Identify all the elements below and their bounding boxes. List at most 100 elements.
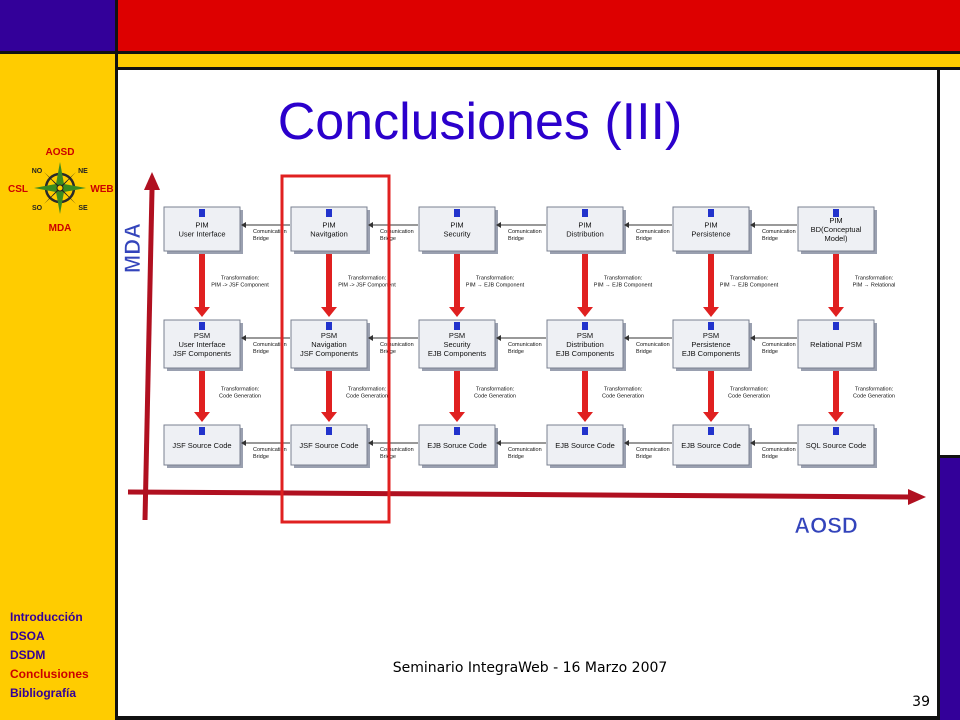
bridge-arrowhead xyxy=(241,440,246,446)
bridge-arrowhead xyxy=(368,222,373,228)
compass-logo-icon: AOSD CSL WEB MDA NO NE SO SE xyxy=(8,147,114,234)
document-icon xyxy=(199,427,205,435)
nav-item-bibliografia[interactable]: Bibliografía xyxy=(10,686,77,700)
transform-label: Transformation:Code Generation xyxy=(219,387,261,400)
document-icon xyxy=(326,322,332,330)
document-icon xyxy=(833,209,839,217)
right-accent-block xyxy=(940,455,960,720)
diagram-axes xyxy=(127,172,926,521)
transform-arrowhead xyxy=(703,412,719,422)
bridge-arrowhead xyxy=(496,335,501,341)
transform-arrowhead xyxy=(194,412,210,422)
right-divider xyxy=(937,70,940,720)
header-strip xyxy=(118,54,960,70)
code-box: JSF Source Code xyxy=(290,424,370,468)
transform-arrowhead xyxy=(828,412,844,422)
box-body xyxy=(797,424,875,466)
transform-arrowhead xyxy=(449,307,465,317)
bridge-arrowhead xyxy=(368,440,373,446)
logo-label-se: SE xyxy=(78,205,88,212)
code-box: EJB Source Code xyxy=(672,424,752,468)
transform-label: Transformation:Code Generation xyxy=(853,387,895,400)
document-icon xyxy=(326,427,332,435)
box-body xyxy=(797,319,875,369)
axis-label-mda: MDA xyxy=(120,223,145,273)
transform-label: Transformation:PIM → EJB Component xyxy=(594,276,653,289)
logo-label-csl: CSL xyxy=(8,184,28,195)
transform-label: Transformation:Code Generation xyxy=(728,387,770,400)
transform-label: Transformation:Code Generation xyxy=(602,387,644,400)
code-box: EJB Source Code xyxy=(546,424,626,468)
transform-arrowhead xyxy=(321,307,337,317)
header-band xyxy=(118,0,960,54)
transform-label: Transformation:Code Generation xyxy=(346,387,388,400)
code-box: SQL Source Code xyxy=(797,424,877,468)
nav-item-introduccion[interactable]: Introducción xyxy=(10,610,83,624)
bridge-arrowhead xyxy=(750,335,755,341)
transform-arrowhead xyxy=(828,307,844,317)
code-box: EJB Soruce Code xyxy=(418,424,498,468)
code-box-label: EJB Soruce Code xyxy=(427,441,487,450)
code-box-label: JSF Source Code xyxy=(299,441,358,450)
sidebar xyxy=(0,54,118,720)
axis-vertical-arrowhead xyxy=(144,172,160,190)
document-icon xyxy=(199,209,205,217)
psm-box-label: Relational PSM xyxy=(810,340,862,349)
axis-horizontal-line xyxy=(127,489,911,500)
document-icon xyxy=(708,209,714,217)
transform-arrowhead xyxy=(703,307,719,317)
code-box-label: EJB Source Code xyxy=(681,441,741,450)
transform-label: Transformation:PIM → Relational xyxy=(853,276,896,289)
code-box-label: SQL Source Code xyxy=(806,441,867,450)
nav-item-dsoa[interactable]: DSOA xyxy=(10,629,45,643)
bridge-arrowhead xyxy=(496,440,501,446)
document-icon xyxy=(199,322,205,330)
logo-label-web: WEB xyxy=(90,184,113,195)
bottom-divider xyxy=(118,716,940,720)
bridge-arrowhead xyxy=(750,440,755,446)
bridge-arrowhead xyxy=(368,335,373,341)
bridge-arrowhead xyxy=(624,440,629,446)
code-box: JSF Source Code xyxy=(163,424,243,468)
bridge-arrowhead xyxy=(624,222,629,228)
corner-block xyxy=(0,0,118,54)
transform-label: Transformation:PIM -> JSF Component xyxy=(338,276,396,289)
code-box-label: JSF Source Code xyxy=(172,441,231,450)
axis-label-aosd: AOSD xyxy=(794,513,858,538)
document-icon xyxy=(582,209,588,217)
bridge-arrowhead xyxy=(624,335,629,341)
transform-label: Transformation:PIM → EJB Component xyxy=(720,276,779,289)
nav-item-dsdm[interactable]: DSDM xyxy=(10,648,46,662)
nav-item-conclusiones[interactable]: Conclusiones xyxy=(10,667,89,681)
bridge-arrowhead xyxy=(241,335,246,341)
footer-text: Seminario IntegraWeb - 16 Marzo 2007 xyxy=(392,660,668,676)
axis-vertical-line xyxy=(142,189,155,521)
transform-arrowhead xyxy=(321,412,337,422)
document-icon xyxy=(454,322,460,330)
bridge-arrowhead xyxy=(750,222,755,228)
